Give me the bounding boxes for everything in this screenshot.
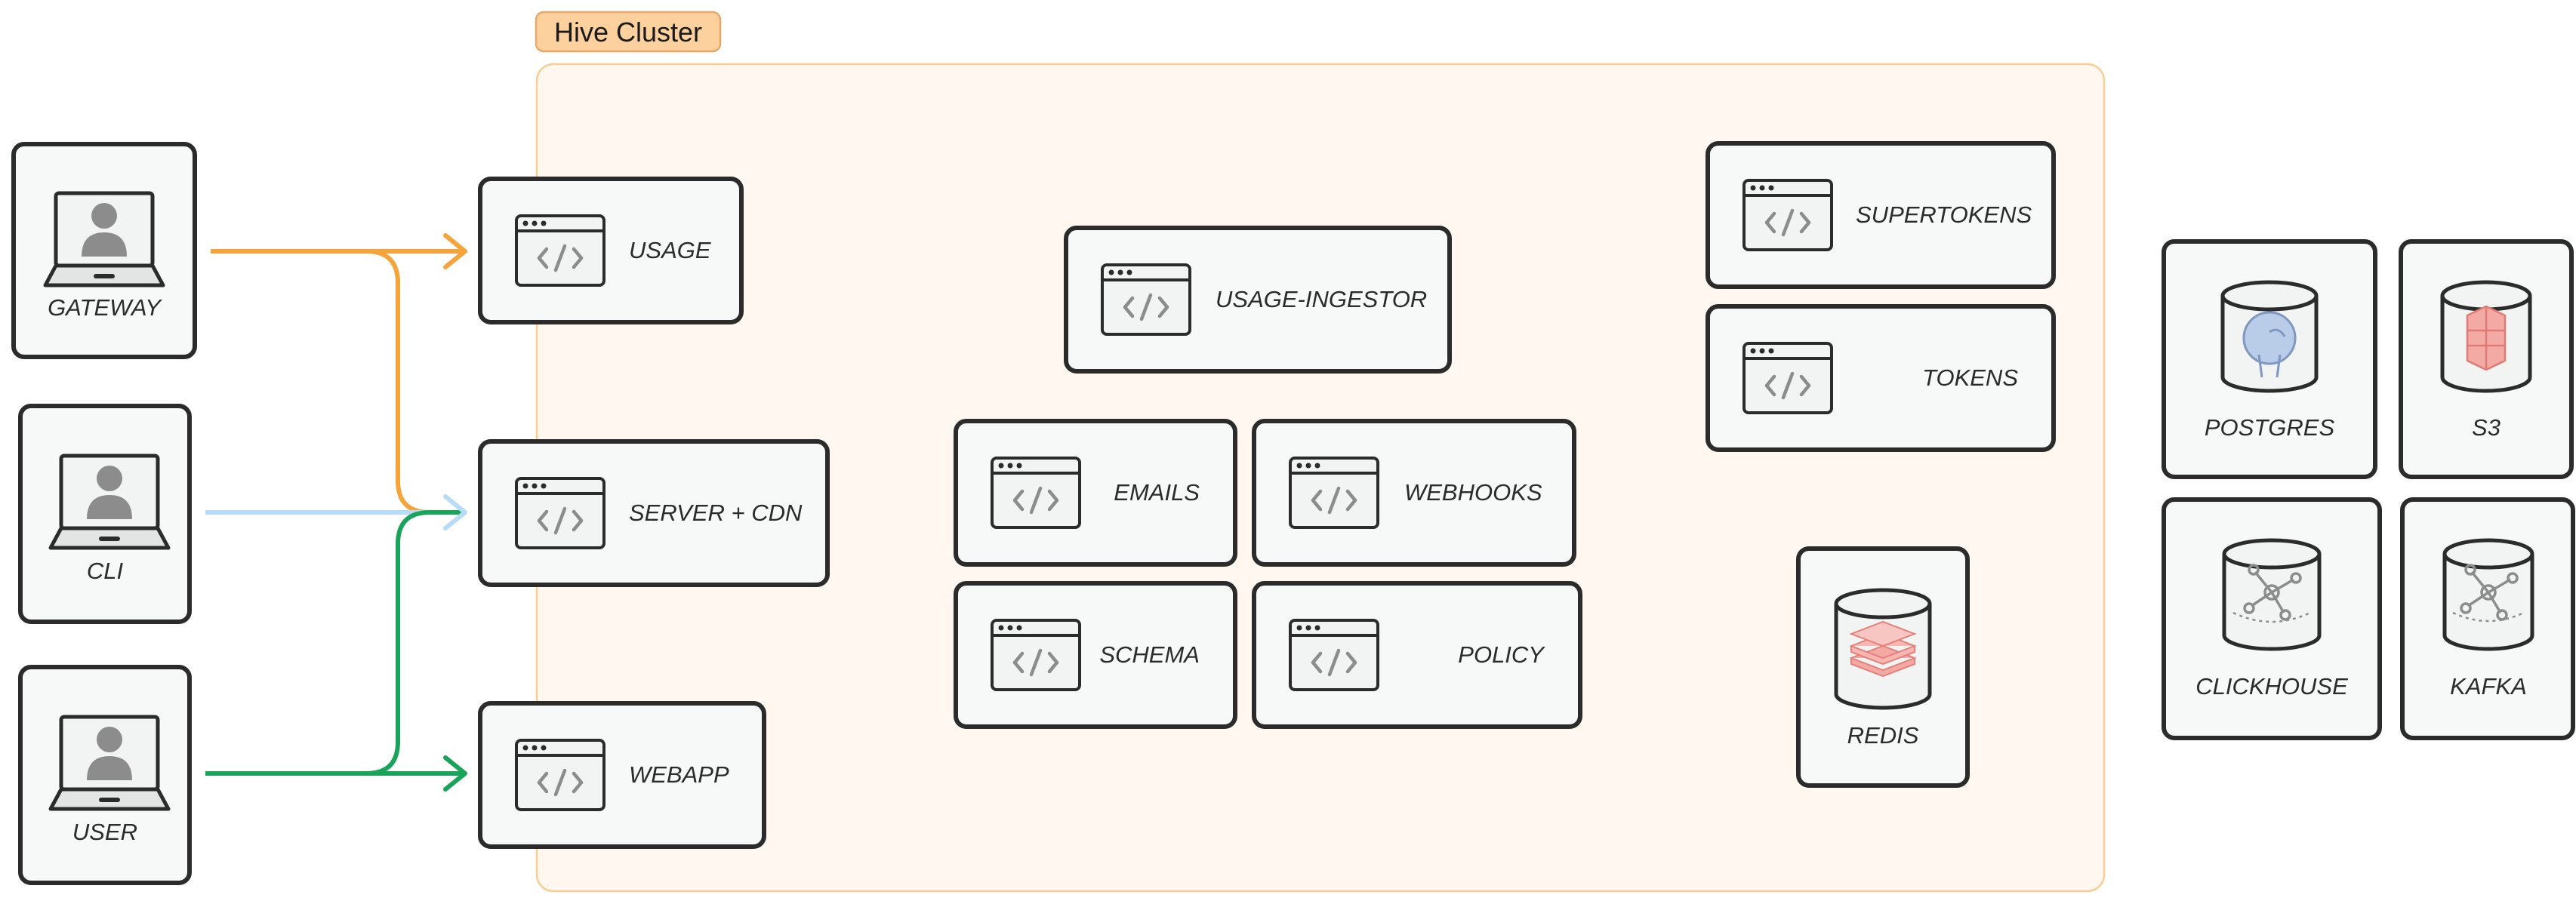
store-redis: REDIS [1796, 546, 1970, 788]
laptop-user-icon [45, 193, 163, 285]
code-window-icon [1744, 343, 1832, 413]
arrowhead-webapp [443, 755, 467, 792]
code-window-icon [1744, 180, 1832, 250]
service-label: EMAILS [1114, 479, 1200, 506]
store-postgres: POSTGRES [2162, 239, 2377, 479]
connections [205, 233, 467, 792]
service-label: SCHEMA [1099, 641, 1200, 668]
arrowhead-usage [443, 233, 467, 269]
code-window-icon [1290, 620, 1378, 690]
service-tokens: TOKENS [1706, 304, 2056, 452]
service-label: WEBAPP [629, 761, 729, 788]
store-label: KAFKA [2450, 673, 2527, 700]
client-label: GATEWAY [48, 294, 162, 321]
service-emails: EMAILS [954, 419, 1237, 567]
client-user: USER [18, 665, 192, 885]
service-supertokens: SUPERTOKENS [1706, 141, 2056, 289]
laptop-user-icon [51, 456, 168, 548]
client-label: CLI [87, 558, 124, 584]
cluster-title: Hive Cluster [554, 17, 702, 48]
postgres-icon [2220, 280, 2319, 393]
store-clickhouse: CLICKHOUSE [2162, 497, 2382, 740]
code-window-icon [1102, 265, 1190, 334]
store-label: CLICKHOUSE [2195, 673, 2348, 700]
service-label: USAGE [629, 237, 711, 263]
service-label: WEBHOOKS [1404, 479, 1542, 506]
store-label: POSTGRES [2205, 414, 2335, 441]
service-usage-ingestor: USAGE-INGESTOR [1064, 226, 1452, 374]
laptop-user-icon [51, 717, 168, 809]
arrowhead-server-cdn [443, 494, 467, 530]
client-gateway: GATEWAY [11, 142, 197, 359]
client-label: USER [72, 819, 137, 845]
s3-icon [2440, 280, 2532, 393]
connection-user-server-cdn [205, 510, 462, 776]
service-label: SERVER + CDN [629, 500, 803, 526]
service-policy: POLICY [1252, 581, 1582, 729]
service-label: POLICY [1458, 641, 1545, 668]
code-window-icon [516, 478, 604, 548]
kafka-icon [2442, 538, 2534, 651]
service-schema: SCHEMA [954, 581, 1237, 729]
store-s3: S3 [2399, 239, 2574, 479]
service-server-cdn: SERVER + CDN [478, 439, 830, 587]
connection-gateway-server-cdn [211, 249, 462, 515]
code-window-icon [992, 620, 1080, 690]
client-cli: CLI [18, 404, 192, 624]
service-usage: USAGE [478, 177, 744, 324]
service-label: SUPERTOKENS [1856, 201, 2032, 228]
code-window-icon [516, 740, 604, 810]
service-webapp: WEBAPP [478, 701, 766, 849]
code-window-icon [1290, 458, 1378, 527]
cluster-title-tab [535, 11, 722, 53]
store-kafka: KAFKA [2400, 497, 2575, 740]
store-label: S3 [2472, 414, 2501, 441]
clickhouse-icon [2222, 538, 2322, 651]
service-webhooks: WEBHOOKS [1252, 419, 1576, 567]
service-label: USAGE-INGESTOR [1216, 286, 1427, 312]
code-window-icon [992, 458, 1080, 527]
code-window-icon [516, 216, 604, 285]
store-label: REDIS [1847, 722, 1919, 749]
service-label: TOKENS [1922, 364, 2018, 391]
redis-icon [1834, 588, 1932, 710]
